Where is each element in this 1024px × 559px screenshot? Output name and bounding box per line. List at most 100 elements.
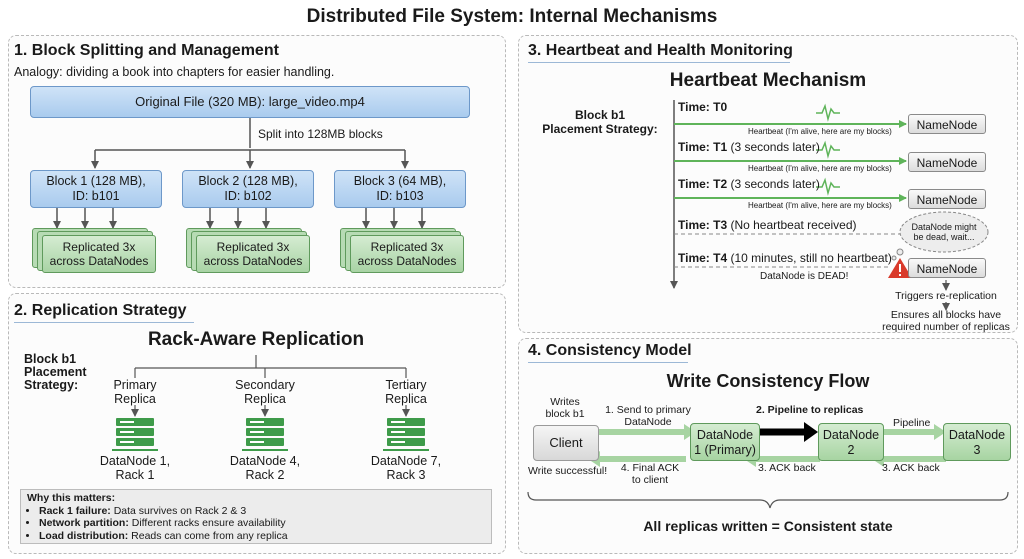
section3-underline: [528, 62, 790, 63]
panel-consistency: [518, 338, 1018, 554]
writes-line: block b1: [545, 408, 585, 420]
time-t2: Time: T2 (3 seconds later): [678, 177, 820, 191]
ensures-label: Ensures all blocks have required number …: [878, 309, 1014, 333]
section1-title: 1. Block Splitting and Management: [14, 42, 279, 59]
replica-label: Replicated 3x: [216, 240, 290, 254]
conclusion-label: All replicas written = Consistent state: [643, 518, 893, 534]
writes-label: Writes block b1: [540, 396, 590, 420]
side-label-line: Block b1: [24, 352, 77, 366]
block-2-size: Block 2 (128 MB),: [198, 174, 298, 188]
namenode-box: NameNode: [908, 114, 986, 134]
time-t0: Time: T0: [678, 100, 727, 114]
step2-label: 2. Pipeline to replicas: [756, 404, 864, 416]
side-label-line: Placement: [24, 365, 87, 379]
triggers-label: Triggers re-replication: [895, 290, 997, 302]
heartbeat-text-2: Heartbeat (I'm alive, here are my blocks…: [748, 201, 892, 210]
namenode-box: NameNode: [908, 258, 986, 278]
side-label-line: Strategy:: [24, 378, 79, 392]
replica-node-7: DataNode 7, Rack 3: [356, 454, 456, 482]
time-label: Time: T0: [678, 100, 728, 114]
block-1: Block 1 (128 MB), ID: b101: [30, 170, 162, 208]
replica-sublabel: across DataNodes: [357, 254, 457, 268]
pipeline-label: Pipeline: [893, 417, 931, 429]
ensures-line: required number of replicas: [882, 321, 1010, 333]
heartbeat-text-0: Heartbeat (I'm alive, here are my blocks…: [748, 127, 892, 136]
time-note: (3 seconds later): [727, 140, 820, 154]
namenode-box: NameNode: [908, 189, 986, 209]
writes-line: Writes: [550, 396, 580, 408]
client-box: Client: [533, 425, 599, 461]
why-item-label: Network partition:: [39, 517, 129, 529]
thought-text: DataNode might be dead, wait...: [900, 222, 988, 242]
time-label: Time: T2: [678, 177, 728, 191]
why-item-text: Different racks ensure availability: [128, 517, 286, 529]
final-ack-line: 4. Final ACK: [620, 462, 680, 474]
side-label-line: Block b1: [574, 108, 625, 122]
datanode-3-box: DataNode 3: [943, 423, 1011, 461]
replica-label: Replicated 3x: [370, 240, 444, 254]
role-line: Primary: [113, 378, 157, 392]
ensures-line: Ensures all blocks have: [890, 309, 1002, 321]
replica-label: Replicated 3x: [62, 240, 136, 254]
section2-heading: Rack-Aware Replication: [147, 329, 365, 350]
time-label: Time: T3: [678, 218, 728, 232]
why-item: Rack 1 failure: Data survives on Rack 2 …: [39, 505, 485, 518]
section3-heading: Heartbeat Mechanism: [669, 70, 867, 91]
section3-side-label: Block b1 Placement Strategy:: [534, 108, 666, 136]
block-3: Block 3 (64 MB), ID: b103: [334, 170, 466, 208]
node-line: DataNode 7,: [370, 454, 442, 468]
section4-heading: Write Consistency Flow: [666, 371, 870, 391]
datanode-2-box: DataNode 2: [818, 423, 884, 461]
why-item-text: Data survives on Rack 2 & 3: [110, 504, 247, 517]
page-title: Distributed File System: Internal Mechan…: [306, 6, 718, 27]
role-line: Replica: [385, 392, 427, 406]
time-t4: Time: T4 (10 minutes, still no heartbeat…: [678, 251, 892, 265]
server-icons: [112, 418, 429, 451]
dn-line: 1 (Primary): [694, 443, 756, 457]
why-this-matters-box: Why this matters: Rack 1 failure: Data s…: [20, 489, 492, 544]
replica-role-primary: Primary Replica: [95, 378, 175, 406]
node-line: DataNode 1,: [99, 454, 171, 468]
section4-title: 4. Consistency Model: [528, 342, 692, 359]
dn-line: 2: [847, 443, 855, 457]
section1-analogy: Analogy: dividing a book into chapters f…: [14, 65, 335, 79]
time-t3: Time: T3 (No heartbeat received): [678, 218, 857, 232]
time-note: (10 minutes, still no heartbeat): [727, 251, 892, 265]
ack-back-label-1: 3. ACK back: [758, 462, 816, 474]
thought-line: be dead, wait...: [913, 232, 975, 242]
final-ack-label: 4. Final ACK to client: [610, 462, 690, 486]
datanode-1-box: DataNode 1 (Primary): [690, 423, 760, 461]
replica-role-secondary: Secondary Replica: [225, 378, 305, 406]
replica-node-4: DataNode 4, Rack 2: [215, 454, 315, 482]
section2-title: 2. Replication Strategy: [14, 302, 187, 319]
namenode-box: NameNode: [908, 152, 986, 172]
why-item: Network partition: Different racks ensur…: [39, 517, 485, 530]
original-file-label: Original File (320 MB): large_video.mp4: [135, 94, 365, 109]
rack-line: Rack 1: [115, 468, 155, 482]
role-line: Tertiary: [385, 378, 427, 392]
time-label: Time: T1: [678, 140, 728, 154]
role-line: Secondary: [235, 378, 295, 392]
why-item-label: Load distribution:: [39, 529, 129, 542]
step-line: DataNode: [624, 416, 672, 428]
why-item-label: Rack 1 failure:: [39, 504, 111, 517]
section2-underline: [14, 322, 194, 323]
why-item-text: Reads can come from any replica: [128, 529, 288, 542]
block-2: Block 2 (128 MB), ID: b102: [182, 170, 314, 208]
thought-line: DataNode might: [911, 222, 977, 232]
heartbeat-text-1: Heartbeat (I'm alive, here are my blocks…: [748, 164, 892, 173]
step1-label: 1. Send to primary DataNode: [598, 404, 698, 428]
time-t1: Time: T1 (3 seconds later): [678, 140, 820, 154]
replica-role-tertiary: Tertiary Replica: [366, 378, 446, 406]
block-2-id: ID: b102: [224, 189, 272, 203]
rack-line: Rack 3: [386, 468, 426, 482]
why-item: Load distribution: Reads can come from a…: [39, 530, 485, 543]
role-line: Replica: [114, 392, 156, 406]
panel-heartbeat: [518, 35, 1018, 333]
time-note: (No heartbeat received): [727, 218, 857, 232]
rack-line: Rack 2: [245, 468, 285, 482]
replica-sublabel: across DataNodes: [49, 254, 149, 268]
ack-back-label-2: 3. ACK back: [882, 462, 940, 474]
block-3-size: Block 3 (64 MB),: [353, 174, 447, 188]
dn-line: DataNode: [822, 428, 880, 442]
